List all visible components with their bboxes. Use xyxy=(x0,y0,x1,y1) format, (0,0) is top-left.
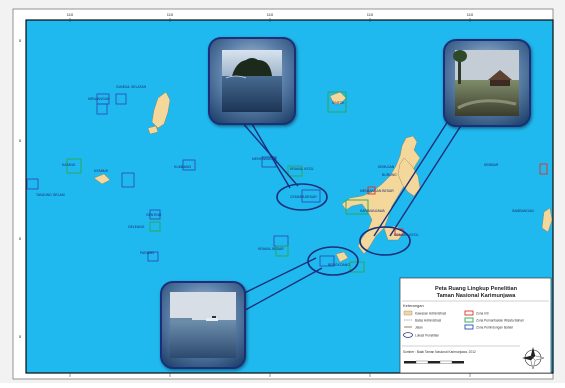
place-label: SINTOK xyxy=(332,101,345,105)
north-arrow-icon xyxy=(522,347,545,370)
legend-swatch-core xyxy=(464,310,474,316)
zone-blue xyxy=(319,255,335,267)
islands xyxy=(93,91,553,263)
zone-blue xyxy=(149,209,161,220)
island-parang xyxy=(147,125,159,135)
research-location-ellipse xyxy=(359,226,411,256)
legend-item: Zona Perlindungan Bahari xyxy=(476,326,513,330)
graticule-left: 5 5 5 5 xyxy=(19,38,22,339)
place-label: BURUNG xyxy=(382,173,397,177)
legend-swatch-land xyxy=(403,310,413,316)
graticule-left-label: 5 xyxy=(19,38,22,43)
legend-section-heading: Keterangan xyxy=(403,303,424,308)
legend-item: Kawasan Administrasi xyxy=(415,312,446,316)
place-label: GELEANG xyxy=(128,225,145,229)
zone-green xyxy=(149,221,161,232)
zone-blue xyxy=(26,178,39,190)
zone-blue xyxy=(147,251,159,262)
place-label: KUMBANG xyxy=(174,165,192,169)
zone-green xyxy=(327,91,347,113)
place-label: BENGKOANG xyxy=(328,263,350,267)
graticule-left-label: 5 xyxy=(19,138,22,143)
place-label: CEMARA KECIL xyxy=(394,233,419,237)
graticule-top-label: 110 xyxy=(467,12,474,17)
legend-source: Sumber : Balai Taman Nasional Karimunjaw… xyxy=(403,350,476,354)
scale-bar xyxy=(404,360,464,364)
zone-blue xyxy=(301,189,321,203)
legend-item: Batas Administrasi xyxy=(415,319,442,323)
research-location-ellipse xyxy=(307,246,359,276)
place-label: TANJUNG GELAM xyxy=(36,193,65,197)
graticule-top-label: 110 xyxy=(367,12,374,17)
place-labels: GUNDUL SELATAN MENJANGAN KEMUJAN NYAMUK … xyxy=(36,85,534,267)
zone-blue xyxy=(121,172,135,188)
zone-blue xyxy=(96,103,108,115)
place-label: MENJANGAN BESAR xyxy=(360,189,394,193)
place-label: KARIMUNJAWA xyxy=(360,209,386,213)
place-label: MENJANGAN xyxy=(88,97,110,101)
legend-item: Zona Inti xyxy=(476,312,489,316)
zone-green xyxy=(345,199,369,215)
zone-red xyxy=(367,186,376,195)
legend-item: Jalan xyxy=(415,326,423,330)
place-label: MENYAWAKAN xyxy=(252,157,277,161)
graticule-top-label: 110 xyxy=(67,12,74,17)
place-label: KATANG xyxy=(62,163,76,167)
place-label: KRAKAL KECIL xyxy=(290,167,314,171)
place-label: KRAKAL BESAR xyxy=(258,247,284,251)
zone-red xyxy=(539,163,548,175)
island-kemujan xyxy=(397,157,421,197)
legend-swatch-protection xyxy=(464,324,474,330)
place-label: GENTING xyxy=(146,213,162,217)
island-burung xyxy=(329,91,347,105)
legend-title-line2: Taman Nasional Karimunjawa xyxy=(437,293,517,299)
graticule-top-label: 110 xyxy=(267,12,274,17)
place-label: CEMARA BESAR xyxy=(290,195,317,199)
island-gundul xyxy=(151,91,171,129)
place-label: NYAMUK xyxy=(94,169,109,173)
legend-swatch-research xyxy=(403,332,413,338)
graticule-left-label: 5 xyxy=(19,334,22,339)
graticule-top: 110 110 110 110 110 xyxy=(67,12,474,22)
place-label: KEMUJAN xyxy=(378,165,395,169)
callout-connectors xyxy=(229,117,463,315)
legend: Peta Ruang Lingkup Penelitian Taman Nasi… xyxy=(399,277,552,374)
place-label: GUNDUL SELATAN xyxy=(116,85,147,89)
zone-green xyxy=(349,261,365,273)
zones xyxy=(26,91,548,273)
zone-blue xyxy=(115,93,127,105)
legend-swatch-tourism xyxy=(464,317,474,323)
zone-green xyxy=(275,245,289,257)
zone-green xyxy=(287,165,303,177)
legend-item: Lokasi Penelitian xyxy=(415,334,439,338)
zone-blue xyxy=(182,159,196,171)
research-locations xyxy=(276,183,411,276)
zone-green xyxy=(66,158,82,174)
legend-item: Zona Pemanfaatan Wisata Bahari xyxy=(476,319,524,323)
research-location-ellipse xyxy=(276,183,328,211)
graticule-bottom-ticks xyxy=(69,373,471,377)
graticule-left-label: 5 xyxy=(19,236,22,241)
legend-title-line1: Peta Ruang Lingkup Penelitian xyxy=(435,286,518,292)
graticule-top-label: 110 xyxy=(167,12,174,17)
place-label: KEMBAR xyxy=(484,163,499,167)
place-label: SAMBANGAN xyxy=(512,209,534,213)
place-label: PARANG xyxy=(140,251,154,255)
island-right-small xyxy=(541,207,553,233)
photo-callout-pavilion xyxy=(443,39,531,127)
island-nyamuk xyxy=(93,173,111,185)
photo-callout-boat xyxy=(160,281,246,369)
photo-callout-island xyxy=(208,37,296,125)
island-sintok xyxy=(335,251,349,263)
